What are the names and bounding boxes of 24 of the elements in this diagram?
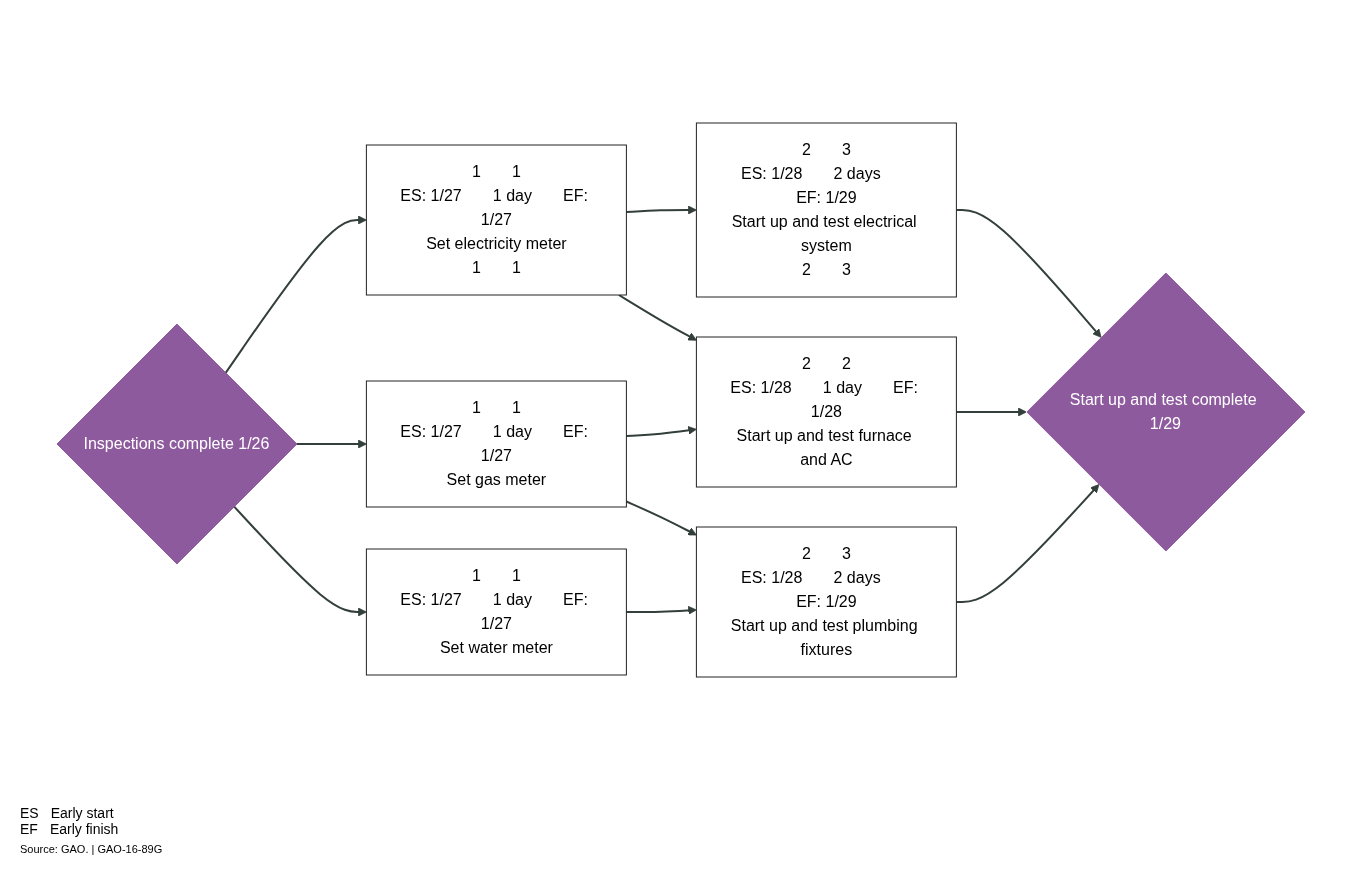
arrow — [624, 205, 697, 215]
node-diamond: Inspections complete 1/26 — [56, 323, 297, 565]
abbreviation: ES — [20, 805, 39, 821]
node-box: 2 3 ES: 1/28 2 days EF: 1/29 Start up and test plumbing fixtures — [695, 526, 957, 678]
arrow — [954, 484, 1099, 603]
node-box: 1 1 ES: 1/27 1 day EF: 1/27 Set electricity meter 1 1 — [365, 144, 627, 296]
abbreviation-meaning: Early start — [50, 805, 114, 821]
arrow — [617, 294, 697, 341]
arrow — [954, 407, 1027, 417]
arrow — [624, 605, 697, 615]
node-diamond: Start up and test complete 1/29 — [1025, 272, 1305, 552]
arrow — [232, 505, 367, 617]
arrow — [624, 500, 697, 536]
arrow — [224, 215, 367, 375]
node-box: 1 1 ES: 1/27 1 day EF: 1/27 Set water meter — [365, 548, 627, 676]
node-box: 2 2 ES: 1/28 1 day EF: 1/28 Start up and test furnace and AC — [695, 336, 957, 488]
abbreviation-meaning: Early finish — [49, 821, 119, 837]
node-box: 1 1 ES: 1/27 1 day EF: 1/27 Set gas meter — [365, 380, 627, 508]
arrow — [294, 439, 367, 449]
source-note: Source: GAO. | GAO-16-89G — [20, 843, 163, 855]
node-box: 2 3 ES: 1/28 2 days EF: 1/29 Start up and test electrical system 2 3 — [695, 122, 957, 298]
arrow — [954, 209, 1101, 338]
abbreviation: EF — [20, 821, 38, 837]
arrow — [624, 426, 697, 438]
